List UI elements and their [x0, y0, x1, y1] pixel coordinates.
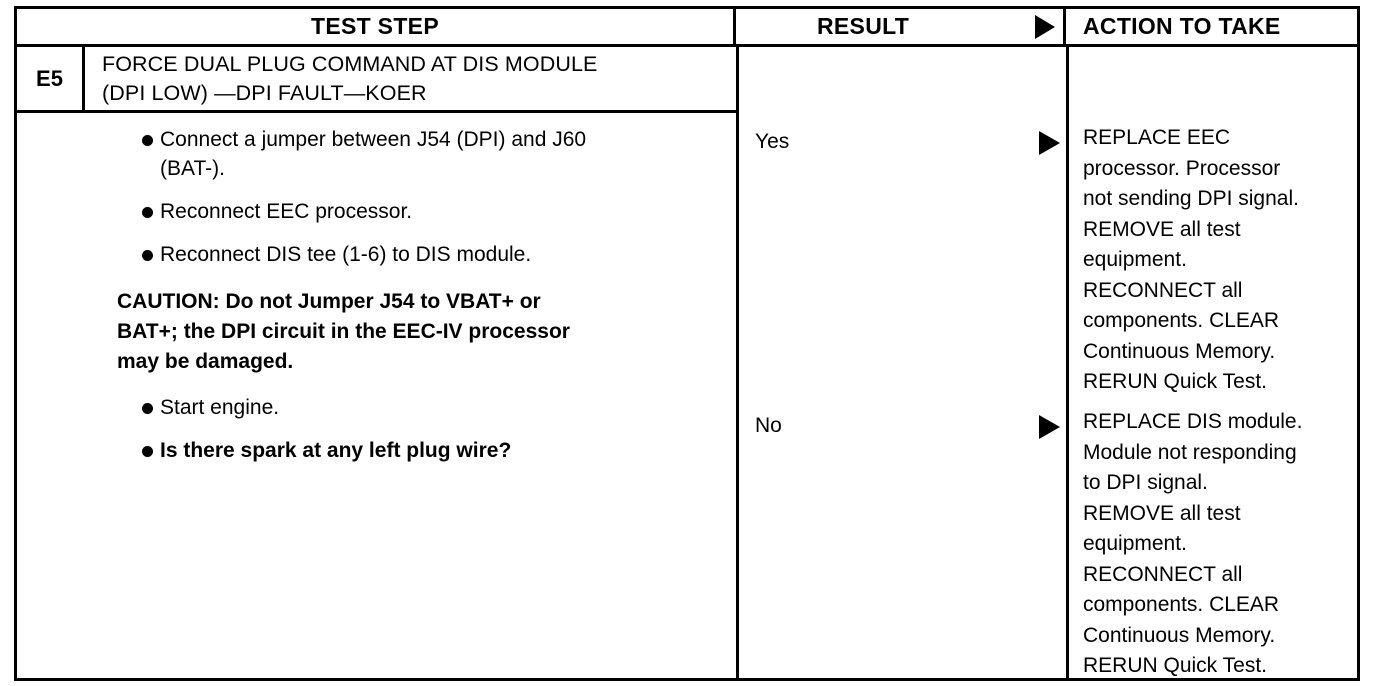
- procedure-body: Connect a jumper between J54 (DPI) and J…: [17, 113, 736, 465]
- list-item-line-1: Is there spark at any left plug wire?: [160, 439, 512, 462]
- pinpoint-test-table: TEST STEP RESULT ACTION TO TAKE E5 FORCE…: [14, 6, 1360, 681]
- right-triangle-icon: [1035, 14, 1055, 39]
- result-label-yes: Yes: [755, 130, 790, 153]
- action-line: equipment.: [1083, 248, 1187, 271]
- action-line: to DPI signal.: [1083, 471, 1208, 494]
- action-line: REMOVE all test: [1083, 501, 1241, 525]
- step-title-cell: FORCE DUAL PLUG COMMAND AT DIS MODULE (D…: [88, 47, 736, 110]
- list-item-line-1: Reconnect EEC processor.: [160, 200, 413, 223]
- caution-line-1: CAUTION: Do not Jumper J54 to VBAT+ or: [117, 290, 541, 313]
- bullet-dot-icon: [142, 135, 153, 146]
- action-line: RERUN Quick Test.: [1083, 654, 1267, 677]
- action-line: RERUN Quick Test.: [1083, 370, 1267, 393]
- action-line: REPLACE EEC: [1083, 126, 1231, 149]
- column-divider-result: [736, 47, 739, 678]
- right-triangle-icon: [1039, 131, 1060, 155]
- action-line: Module not responding: [1083, 440, 1297, 464]
- action-line: Continuous Memory.: [1083, 623, 1276, 647]
- list-item: Connect a jumper between J54 (DPI) and J…: [17, 125, 736, 183]
- header-result: RESULT: [739, 9, 1066, 44]
- table-header-row: TEST STEP RESULT ACTION TO TAKE: [17, 9, 1357, 47]
- right-triangle-icon: [1039, 415, 1060, 439]
- action-block-yes: REPLACE EEC processor. Processor not sen…: [1083, 123, 1351, 398]
- action-line: RECONNECT all: [1083, 278, 1243, 302]
- step-title-row: E5 FORCE DUAL PLUG COMMAND AT DIS MODULE…: [17, 47, 736, 113]
- bullet-dot-icon: [142, 207, 153, 218]
- bullet-dot-icon: [142, 250, 153, 261]
- header-result-label: RESULT: [817, 13, 910, 39]
- list-item-line-1: Connect a jumper between J54 (DPI) and J…: [160, 128, 587, 151]
- caution-line-3: may be damaged.: [117, 350, 294, 373]
- test-step-column: E5 FORCE DUAL PLUG COMMAND AT DIS MODULE…: [17, 47, 736, 678]
- bullet-dot-icon: [142, 446, 153, 457]
- action-line: REMOVE all test: [1083, 217, 1241, 241]
- bullet-dot-icon: [142, 403, 153, 414]
- list-item: Reconnect EEC processor.: [17, 197, 736, 226]
- header-action-label: ACTION TO TAKE: [1083, 13, 1281, 39]
- list-item-line-1: Reconnect DIS tee (1-6) to DIS module.: [160, 243, 532, 266]
- action-line: components. CLEAR: [1083, 309, 1280, 332]
- list-item: Start engine.: [17, 393, 736, 422]
- result-column: Yes No: [739, 47, 1066, 678]
- result-label-no: No: [755, 414, 782, 437]
- header-action-to-take: ACTION TO TAKE: [1069, 9, 1357, 44]
- step-id-label: E5: [36, 65, 63, 91]
- result-entry-no: No: [739, 411, 1066, 445]
- step-title-line-2: (DPI LOW) —DPI FAULT—KOER: [102, 80, 427, 105]
- step-id-cell: E5: [17, 47, 85, 110]
- caution-line-2: BAT+; the DPI circuit in the EEC-IV proc…: [117, 320, 570, 343]
- caution-note: CAUTION: Do not Jumper J54 to VBAT+ or B…: [17, 287, 736, 377]
- list-item: Reconnect DIS tee (1-6) to DIS module.: [17, 240, 736, 269]
- action-line: RECONNECT all: [1083, 562, 1243, 586]
- action-line: components. CLEAR: [1083, 593, 1280, 616]
- step-title-line-1: FORCE DUAL PLUG COMMAND AT DIS MODULE: [102, 51, 598, 76]
- action-line: REPLACE DIS module.: [1083, 410, 1303, 433]
- result-entry-yes: Yes: [739, 127, 1066, 161]
- action-line: Continuous Memory.: [1083, 339, 1276, 363]
- action-line: not sending DPI signal.: [1083, 187, 1299, 210]
- header-test-step: TEST STEP: [17, 9, 736, 44]
- list-item-line-2: (BAT-).: [160, 157, 225, 180]
- action-column: REPLACE EEC processor. Processor not sen…: [1069, 47, 1357, 678]
- column-divider-action: [1066, 47, 1069, 678]
- action-line: processor. Processor: [1083, 156, 1281, 180]
- action-block-no: REPLACE DIS module. Module not respondin…: [1083, 407, 1351, 682]
- header-test-step-label: TEST STEP: [311, 13, 439, 39]
- list-item-line-1: Start engine.: [160, 396, 280, 419]
- list-item: Is there spark at any left plug wire?: [17, 436, 736, 465]
- action-line: equipment.: [1083, 532, 1187, 555]
